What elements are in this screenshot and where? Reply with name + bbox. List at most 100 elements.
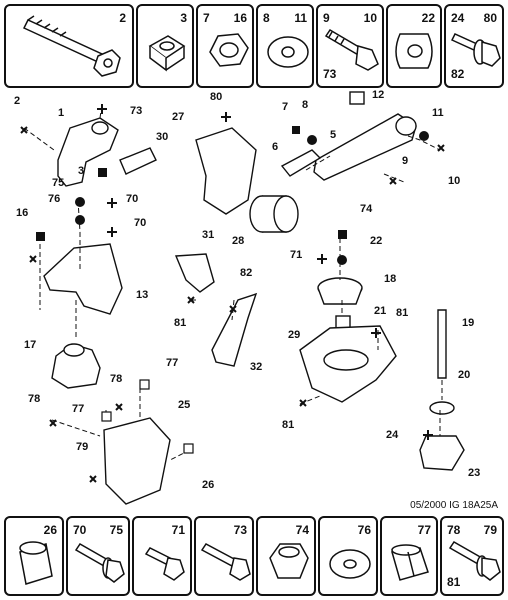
callout-32: 32 [250,361,262,373]
callout-77: 77 [166,357,178,369]
document-reference: 05/2000 IG 18A25A [410,500,498,511]
callout-9: 9 [402,155,408,167]
part-label: 7 [203,11,210,25]
part-label: 77 [417,523,431,537]
part-cell-77[interactable]: 77 [380,516,438,596]
nut-12 [349,91,365,105]
part-label: 82 [451,67,465,81]
callout-78: 78 [28,393,40,405]
part-label: 78 [447,523,461,537]
part-label: 70 [73,523,87,537]
bracket-13 [43,243,123,315]
part-cell-74[interactable]: 74 [256,516,316,596]
callout-29: 29 [288,329,300,341]
callout-31: 31 [202,229,214,241]
bracket-32 [211,292,258,367]
callout-2: 2 [14,95,20,107]
top-parts-strip: 2 3 7 16 8 [0,4,508,88]
part-label: 26 [43,523,57,537]
callout-82: 82 [240,267,252,279]
bracket-25 [103,417,171,505]
callout-16: 16 [16,207,28,219]
callout-18: 18 [384,273,396,285]
part-label: 74 [295,523,309,537]
callout-27: 27 [172,111,184,123]
callout-28: 28 [232,235,244,247]
callout-12: 12 [372,90,384,101]
bracket-31 [174,253,215,293]
part-label: 76 [357,523,371,537]
callout-74: 74 [360,203,373,215]
part-cell-24-80-82[interactable]: 24 80 82 [444,4,504,88]
callout-7: 7 [282,101,288,113]
torque-rod-5 [313,113,417,181]
hex-nut-icon [209,33,249,67]
callout-23: 23 [468,467,480,479]
callout-3: 3 [78,165,84,177]
part-cell-2[interactable]: 2 [4,4,134,88]
callout-25: 25 [178,399,190,411]
part-cell-73[interactable]: 73 [194,516,254,596]
callout-77: 77 [72,403,84,415]
part-cell-3[interactable]: 3 [136,4,194,88]
part-cell-78-79-81[interactable]: 78 79 81 [440,516,504,596]
part-cell-26[interactable]: 26 [4,516,64,596]
part-cell-76[interactable]: 76 [318,516,378,596]
part-label: 3 [180,11,187,25]
bracket-27 [195,127,257,215]
callout-75: 75 [52,177,64,189]
part-label: 75 [109,523,123,537]
callout-6: 6 [272,141,278,153]
callout-73: 73 [130,105,142,117]
part-label: 22 [421,11,435,25]
d-washer-icon [395,33,433,69]
link-6 [280,149,322,177]
short-bolt-icon [144,547,185,581]
rubber-mount-17 [51,343,101,389]
callout-8: 8 [302,99,308,111]
part-label: 11 [294,11,307,25]
part-cell-71[interactable]: 71 [132,516,192,596]
mount-23 [419,435,465,471]
bottom-parts-strip: 26 70 75 71 73 [0,516,508,596]
callout-10: 10 [448,175,460,187]
part-cell-22[interactable]: 22 [386,4,442,88]
callout-24: 24 [386,429,399,441]
part-cell-8-11[interactable]: 8 11 [256,4,314,88]
callout-70: 70 [134,217,146,229]
callout-81: 81 [174,317,186,329]
callout-76: 76 [48,193,60,205]
part-label: 73 [233,523,247,537]
part-cell-70-75[interactable]: 70 75 [66,516,130,596]
part-label: 79 [483,523,497,537]
washer-20 [429,401,455,415]
part-cell-7-16[interactable]: 7 16 [196,4,254,88]
part-label: 8 [263,11,270,25]
part-cell-9-10-73[interactable]: 9 10 73 [316,4,384,88]
callout-13: 13 [136,289,148,301]
callout-26: 26 [202,479,214,491]
callout-1: 1 [58,107,64,119]
callout-81: 81 [396,307,408,319]
part-label: 81 [447,575,461,589]
callout-71: 71 [290,249,302,261]
callout-19: 19 [462,317,474,329]
split-bush-icon [391,544,429,581]
washer-icon [329,549,371,579]
callout-78: 78 [110,373,122,385]
mount-part-30 [119,147,157,175]
washer-icon [267,36,309,68]
callout-80: 80 [210,91,222,103]
callout-70: 70 [126,193,138,205]
part-label: 9 [323,11,330,25]
part-label: 71 [171,523,185,537]
mount-bracket-1 [57,117,119,187]
callout-30: 30 [156,131,168,143]
callout-79: 79 [76,441,88,453]
part-label: 24 [451,11,465,25]
callout-11: 11 [432,107,444,119]
part-label: 80 [483,11,497,25]
hex-bolt-icon [200,543,251,581]
